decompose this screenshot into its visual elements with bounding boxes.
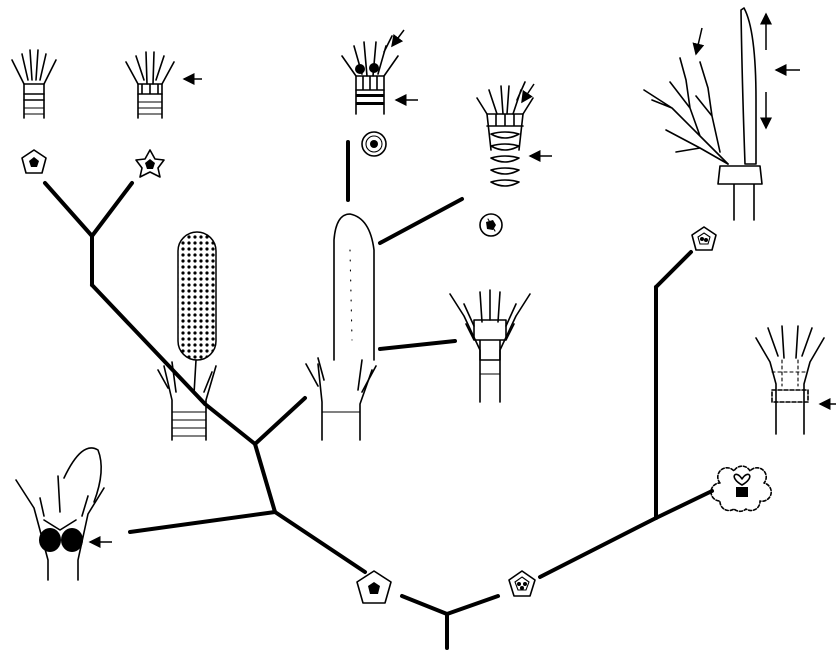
branch-to-flower-arm [130, 512, 275, 532]
branch-to-crinoid-left [205, 404, 255, 444]
arrow-cup-3-top [392, 30, 404, 46]
branch-right-diag [656, 252, 691, 287]
dotted-arm-form [158, 232, 216, 440]
branch-upper-left-b [92, 183, 132, 236]
branch-left-main [275, 512, 365, 572]
node-symbol-quatrefoil [711, 466, 771, 511]
branch-left-up [255, 444, 275, 512]
right-branched-form [644, 8, 762, 220]
crinoid-cup-2 [126, 52, 174, 118]
crinoid-cup-1 [12, 50, 56, 118]
crinoid-cup-branch-mid [450, 290, 530, 402]
branch-upper-left-a [45, 183, 92, 236]
tree-branches [45, 142, 712, 648]
branch-club-to-cup5 [380, 199, 462, 243]
club-form [306, 214, 376, 440]
node-symbol-base-right [509, 571, 535, 596]
node-symbol-1 [22, 150, 46, 173]
node-symbol-ring [362, 132, 386, 156]
flower-form [16, 448, 104, 580]
crinoid-cup-3 [342, 36, 398, 114]
node-symbol-base-left [357, 571, 391, 603]
crinoid-cup-ringed-right [756, 326, 824, 434]
branch-to-club [255, 398, 305, 444]
node-symbol-oval [480, 214, 502, 236]
arrow-right-branch [696, 28, 702, 54]
branch-to-quatrefoil [656, 491, 712, 518]
branch-root-right [447, 596, 498, 614]
node-symbol-2 [136, 150, 164, 177]
branch-right-main [540, 518, 656, 577]
branch-club-to-cup3 [380, 341, 455, 349]
node-symbol-right-upper [692, 227, 716, 250]
branch-root-left [402, 596, 447, 614]
